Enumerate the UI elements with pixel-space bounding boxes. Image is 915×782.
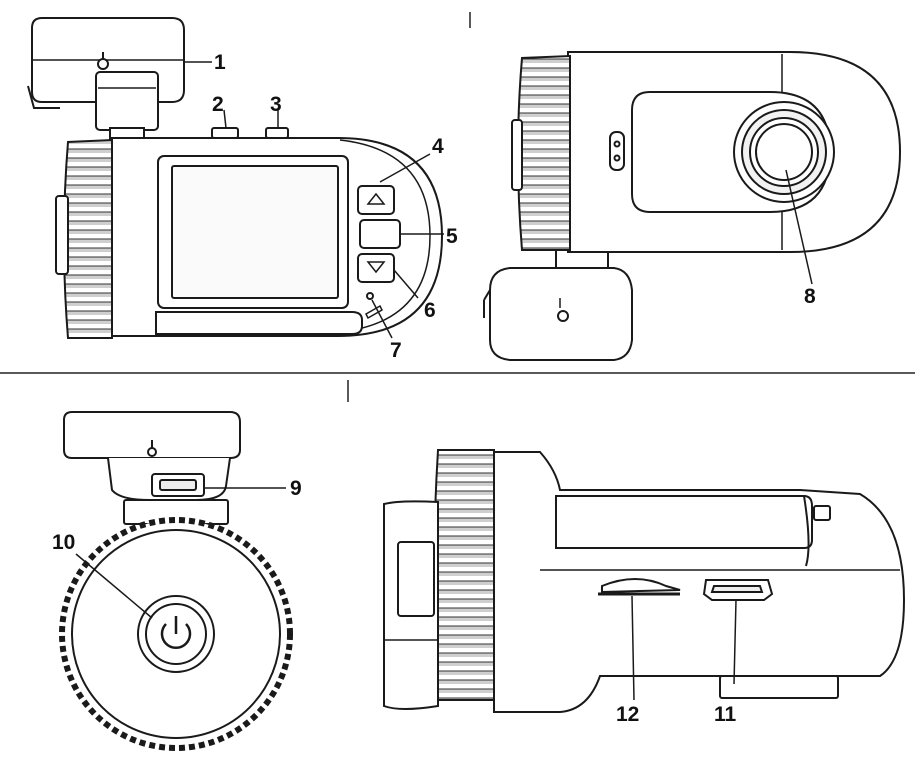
leaders-back [785,169,813,285]
sd-card-slot-icon [601,578,681,594]
ribbed-lens-ring-front [63,138,113,339]
up-button-icon [357,185,395,215]
callout-1: 1 [214,51,226,74]
callout-6: 6 [424,299,436,322]
leaders-top [75,487,286,619]
back-view [483,51,902,361]
top-button-3-icon [265,127,289,139]
top-button-2-icon [211,127,239,139]
ribbed-lens-ring-side [433,449,495,701]
leaders-front [184,61,444,339]
side-body [493,451,906,713]
indicator-light-icon [366,292,374,300]
callout-5: 5 [446,225,458,248]
callout-12: 12 [616,703,640,726]
side-view [383,449,906,713]
callout-3: 3 [270,93,282,116]
ribbed-lens-ring-back [517,54,571,251]
callout-11: 11 [714,703,737,726]
top-view [59,411,293,751]
callout-10: 10 [52,531,76,554]
leaders-side [631,595,737,701]
callout-2: 2 [212,93,224,116]
callout-7: 7 [390,339,402,362]
callout-8: 8 [804,285,816,308]
callout-4: 4 [432,135,444,158]
down-button-icon [357,253,395,283]
front-view [27,17,444,339]
callout-9: 9 [290,477,302,500]
ok-button-icon [359,219,401,249]
